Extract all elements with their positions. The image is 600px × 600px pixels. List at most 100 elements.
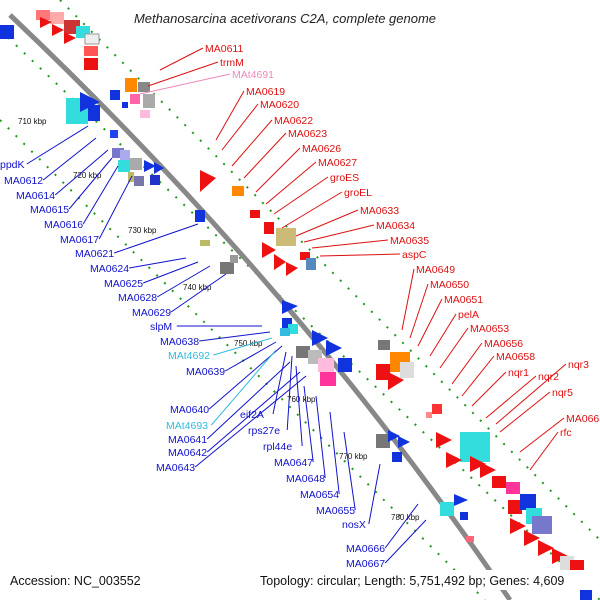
callout-line-reverse [42,137,97,181]
gene-arrow-forward [286,262,298,276]
feature-block [36,10,50,20]
gene-arrow-forward [524,530,540,546]
feature-block [84,33,100,45]
feature-block [220,262,234,274]
gene-label-forward: MA0626 [302,143,341,155]
callout-line-reverse [343,431,356,511]
gene-arrow-forward [64,32,76,44]
feature-block [506,482,520,494]
tick-label: 770 kbp [339,452,368,461]
map-title: Methanosarcina acetivorans C2A, complete… [134,11,436,26]
callout-line-forward [147,61,219,87]
feature-block [282,318,292,328]
gene-label-forward: MA0611 [205,43,243,55]
gene-label-forward: MA0656 [484,338,523,350]
gene-arrow-forward [388,372,404,390]
callout-line-reverse [211,349,277,426]
callout-line-forward [519,417,565,453]
feature-block [110,90,120,100]
gene-label-reverse: MA0639 [186,366,225,378]
callout-line-forward [159,47,204,71]
feature-block [432,404,442,414]
callout-line-reverse [26,125,89,165]
callout-line-reverse [68,157,113,210]
feature-block [140,110,150,118]
callout-line-reverse [315,395,326,479]
gene-label-forward: rfc [560,427,572,439]
feature-block [112,148,124,158]
feature-block [84,58,98,70]
callout-line-reverse [206,371,301,453]
gene-label-forward: MA0633 [360,205,399,217]
feature-block [276,228,296,246]
label-callouts: MA0611trmMMAt4691MA0619MA0620MA0622MA062… [0,43,600,570]
callout-line-forward [221,103,259,151]
callout-line-forward [529,431,559,471]
feature-block [122,102,128,108]
feature-block [288,324,298,334]
callout-line-reverse [114,223,199,254]
tick-label: 710 kbp [18,117,47,126]
gene-label-reverse: MAt4693 [166,420,208,432]
gene-label-reverse: MA0643 [156,462,195,474]
gene-label-forward: aspC [402,249,427,261]
gene-label-reverse: MA0666 [346,543,385,555]
callout-line-forward [295,209,359,237]
callout-line-forward [319,253,401,257]
feature-block [306,258,316,270]
gene-label-forward: MAt4691 [232,69,274,81]
feature-block [50,12,64,24]
feature-block [125,78,137,92]
gene-label-reverse: MA0625 [104,278,143,290]
genome-summary-text: Topology: circular; Length: 5,751,492 bp… [260,574,564,588]
gene-label-forward: MA0619 [246,86,285,98]
callout-line-forward [311,239,389,249]
gene-label-reverse: eif2A [240,409,264,421]
callout-line-forward [303,224,375,243]
callout-line-forward [499,391,551,433]
feature-block [120,150,130,160]
gene-label-forward: MA0623 [288,128,327,140]
feature-block [110,130,118,138]
gene-label-forward: MA0649 [416,264,455,276]
gene-label-forward: MA0627 [318,157,357,169]
gene-arrow-reverse [144,160,156,172]
feature-block [130,158,142,170]
gene-label-reverse: MA0621 [75,248,114,260]
callout-line-forward [461,355,495,397]
feature-block [376,364,390,380]
gene-label-reverse: MA0654 [300,489,339,501]
gene-label-reverse: MA0616 [44,219,83,231]
tick-label: 740 kbp [183,283,212,292]
accession-text: Accession: NC_003552 [10,574,141,588]
feature-block [318,358,334,372]
gene-arrow-forward [52,24,64,36]
gene-arrow-reverse [398,436,410,448]
gene-arrow-forward [262,242,276,258]
callout-line-forward [281,191,343,229]
callout-line-reverse [170,273,227,313]
feature-block [84,46,98,56]
feature-block [150,175,160,185]
gene-label-reverse: nosX [342,519,366,531]
callout-line-reverse [329,411,340,495]
feature-block [296,346,310,358]
gene-arrow-forward [480,462,496,478]
gc-track-outer-left [0,119,486,600]
gene-label-reverse: MA0647 [274,457,313,469]
callout-line-reverse [272,351,287,415]
gene-arrow-forward [538,540,554,556]
gene-arrow-reverse [454,494,468,506]
feature-block [580,590,592,600]
gene-label-reverse: ppdK [0,159,25,171]
callout-line-forward [451,342,483,385]
callout-line-reverse [384,519,427,564]
callout-line-reverse [286,355,293,431]
callout-line-forward [243,132,287,179]
callout-line-forward [417,298,443,347]
feature-block [426,412,432,418]
callout-line-reverse [213,337,273,356]
gene-label-forward: MA0635 [390,235,429,247]
feature-block [0,25,14,39]
